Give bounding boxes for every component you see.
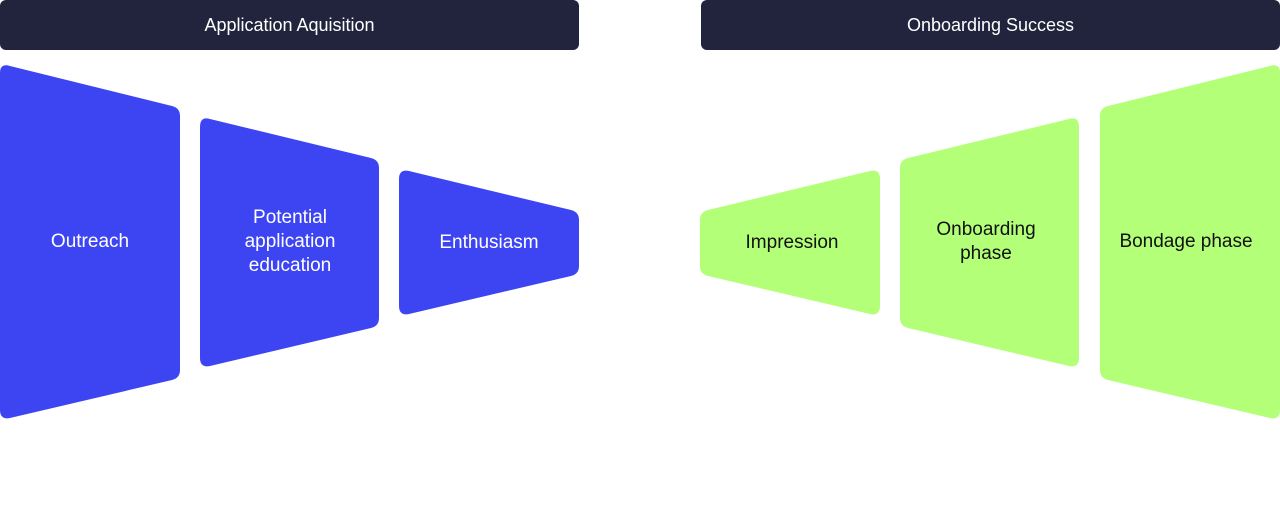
- impression-label: Impression: [745, 231, 839, 253]
- onboarding-phase-shape: [900, 118, 1079, 367]
- onboarding-phase-label-box: Onboarding phase: [920, 116, 1052, 368]
- onboarding-header: Onboarding Success: [701, 0, 1280, 50]
- impression-label-box: Impression: [700, 169, 884, 316]
- enthusiasm-label: Enthusiasm: [439, 231, 539, 253]
- enthusiasm-shape: [399, 170, 579, 315]
- bondage-phase-shape: [1100, 65, 1280, 419]
- acquisition-header: Application Aquisition: [0, 0, 579, 50]
- outreach-label-box: Outreach: [0, 63, 180, 420]
- potential-application-education-label-box: Potential application education: [225, 116, 355, 368]
- bondage-phase-label: Bondage phase: [1119, 230, 1253, 252]
- potential-application-education-shape: [200, 118, 379, 367]
- impression-shape: [700, 170, 880, 315]
- potential-application-education-label: Potential application education: [244, 207, 336, 276]
- bondage-phase-label-box: Bondage phase: [1100, 63, 1272, 420]
- outreach-shape: [0, 65, 180, 419]
- onboarding-phase-label: Onboarding phase: [936, 219, 1036, 264]
- enthusiasm-label-box: Enthusiasm: [399, 169, 579, 316]
- outreach-label: Outreach: [50, 230, 130, 252]
